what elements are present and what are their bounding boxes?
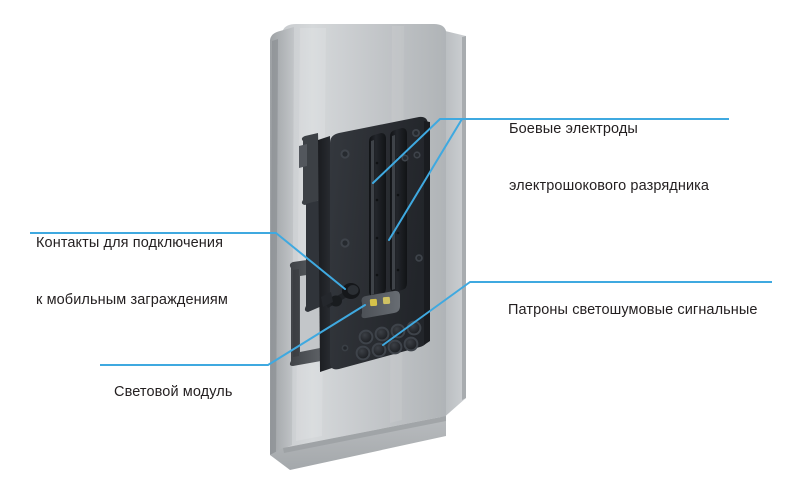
callout-combat-electrodes: Боевые электроды электрошокового разрядн… [509,82,709,234]
electrode-strip-2-hilite [392,135,395,290]
door-right-flange [441,30,466,420]
callout-mobile-barrier-contacts: Контакты для подключения к мобильным заг… [36,196,228,348]
door-bottom-lip [283,416,446,453]
door-left-edge-hilite [270,39,278,455]
callout-line: Световой модуль [114,384,233,400]
leader-line-light-module-1 [247,304,366,366]
callout-signal-flash-cartridges: Патроны светошумовые сигнальные [508,263,758,358]
door-right-flange-edge [462,36,466,400]
cartridge-port-row-1 [358,320,422,345]
leader-lines [247,118,502,366]
barrier-contact-connector [321,283,360,308]
light-module-led-1 [369,298,378,307]
callout-line: Патроны светошумовые сигнальные [508,302,758,318]
contact-post [330,295,342,307]
callout-light-module: Световой модуль [114,345,233,440]
electrode-rivets [375,156,400,277]
leader-line-mobile-barrier-contacts-1 [251,232,346,290]
contact-bracket [321,292,333,307]
callout-line: Контакты для подключения [36,235,224,251]
callout-line: Боевые электроды [509,121,638,137]
callout-rule-combat-electrodes [501,118,729,120]
module-bracket-tab [299,144,307,168]
light-module-housing [361,290,400,319]
module-side-bracket [301,133,320,205]
cartridge-port-array [355,320,422,361]
contact-knob-face [347,285,359,295]
electrode-strip-1-hilite [371,140,374,295]
light-module [361,290,400,319]
callout-rule-mobile-barrier-contacts [30,232,252,234]
module-left-flank [318,136,332,372]
security-module [299,116,430,372]
callout-rule-signal-flash-cartridges [501,281,772,283]
callout-line: к мобильным заграждениям [36,292,228,308]
leader-line-combat-electrodes-2 [388,118,502,241]
module-right-edge [424,121,430,345]
module-screws [340,129,423,352]
handle-texture [293,269,299,357]
leader-line-signal-flash-cartridges-1 [382,281,502,346]
light-module-led-2 [382,296,391,305]
callout-line: электрошокового разрядника [509,178,710,194]
cartridge-port-row-2 [355,336,419,361]
module-side-bracket-lower [304,200,322,312]
callout-rule-light-module [100,364,248,366]
